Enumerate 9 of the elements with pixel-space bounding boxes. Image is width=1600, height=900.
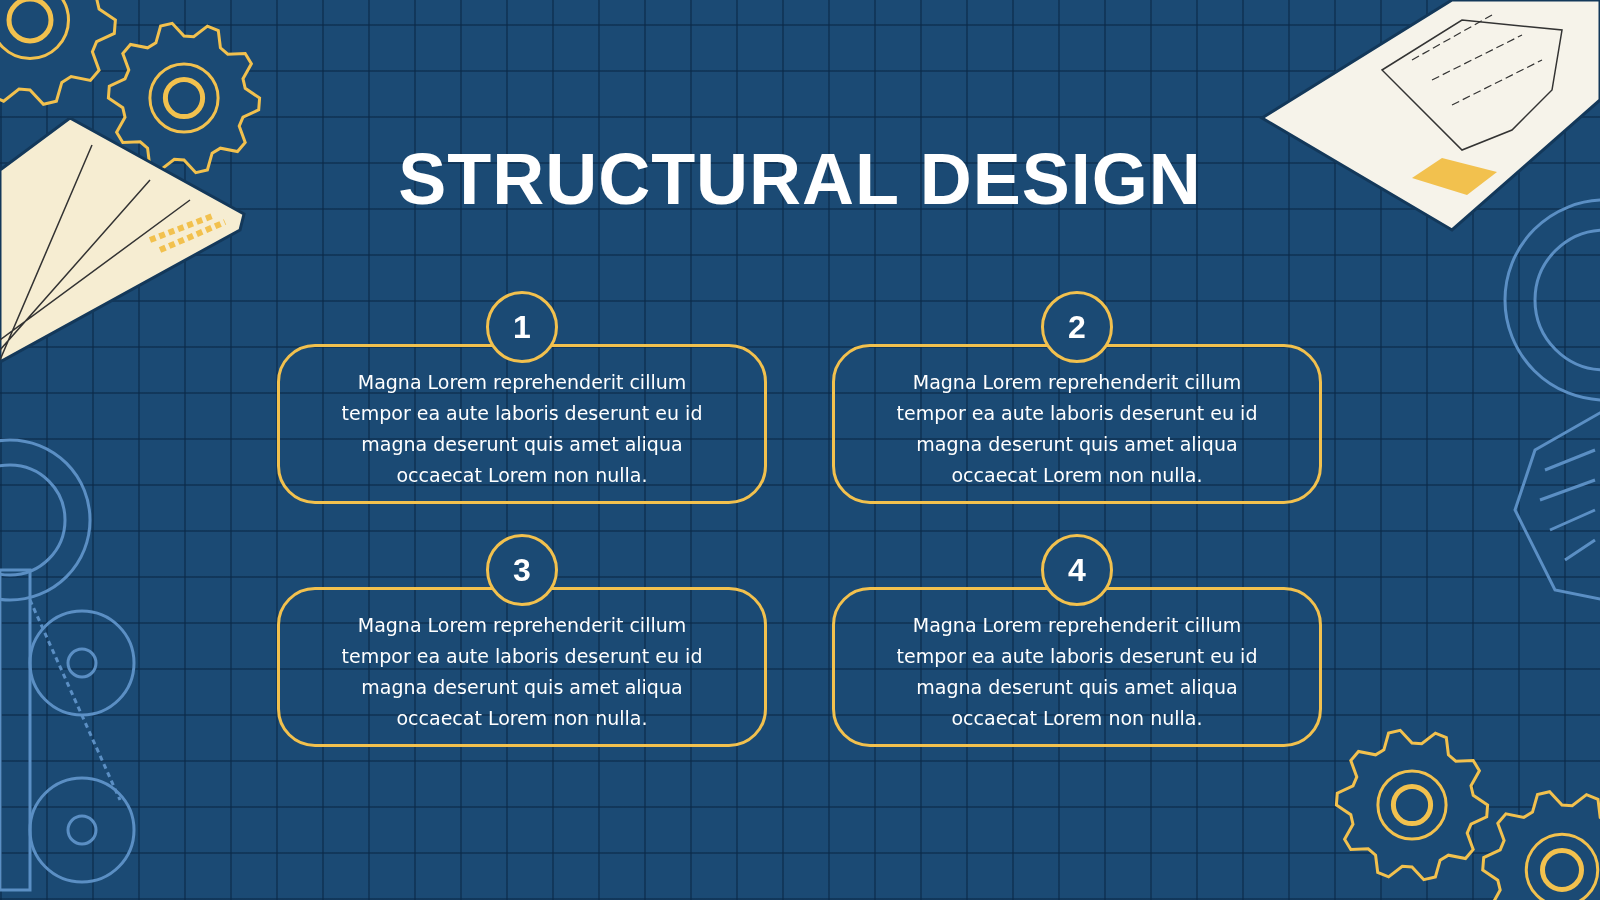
card-text: Magna Lorem reprehenderit cillum tempor ea aute laboris deserunt eu id magna deserunt quis amet aliqua occaecat Lorem non nulla. <box>895 370 1259 488</box>
card-text: Magna Lorem reprehenderit cillum tempor ea aute laboris deserunt eu id magna deserunt quis amet aliqua occaecat Lorem non nulla. <box>895 613 1259 731</box>
number-badge: 1 <box>486 291 558 363</box>
number-badge: 3 <box>486 534 558 606</box>
number-badge: 2 <box>1041 291 1113 363</box>
card-text: Magna Lorem reprehenderit cillum tempor ea aute laboris deserunt eu id magna deserunt quis amet aliqua occaecat Lorem non nulla. <box>340 613 704 731</box>
title: STRUCTURAL DESIGN <box>398 140 1202 220</box>
number-badge: 4 <box>1041 534 1113 606</box>
card-text: Magna Lorem reprehenderit cillum tempor ea aute laboris deserunt eu id magna deserunt quis amet aliqua occaecat Lorem non nulla. <box>340 370 704 488</box>
